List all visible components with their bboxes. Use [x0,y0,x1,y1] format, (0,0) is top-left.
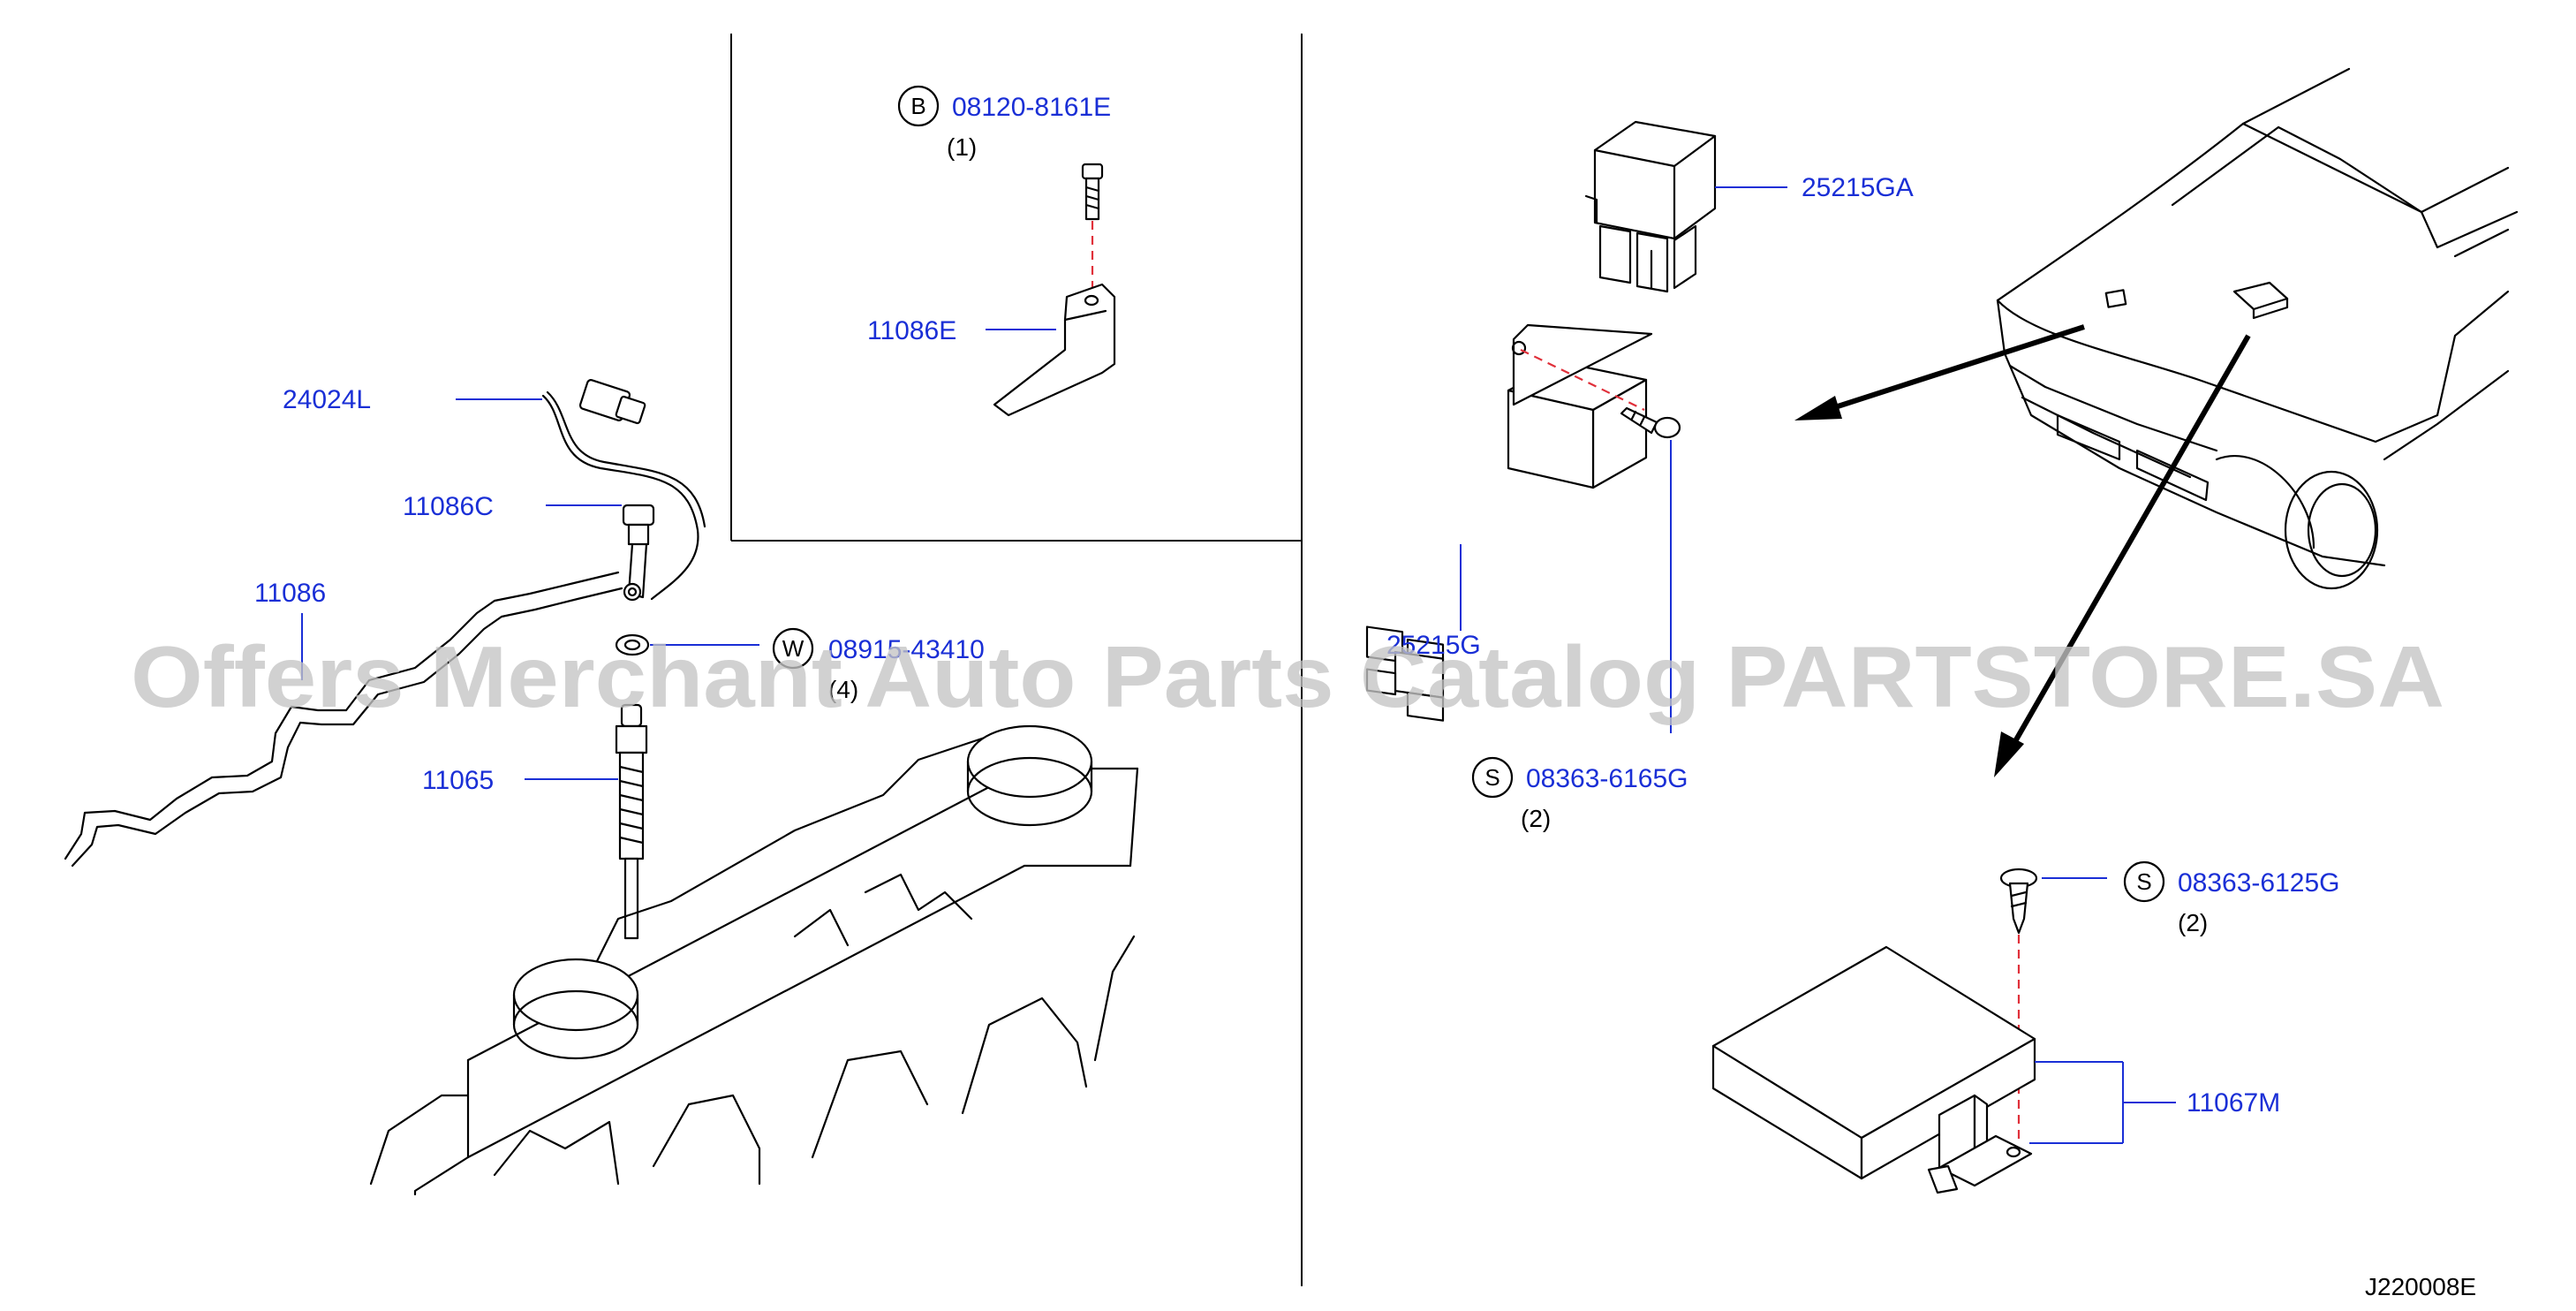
glow-plug-drawing [615,703,648,940]
bolt-part-number[interactable]: 08120-8161E [952,93,1111,122]
relay-screw-part-number[interactable]: 08363-6165G [1526,764,1688,793]
relay-small-part-number[interactable]: 25215GA [1802,173,1914,202]
clamp-part-number[interactable]: 11086C [403,492,494,521]
harness-drawing [64,571,642,868]
watermark: Offers Merchant Auto Parts Catalog PARTS… [131,628,2444,725]
unit-screw-callout: S 08363-6125G (2) [2123,860,2340,936]
washer-part-number[interactable]: 08915-43410 [828,635,985,664]
arrow-to-control-unit [1994,334,2251,777]
control-unit-leader [2029,1061,2176,1144]
relay-large-drawing [1365,323,1653,722]
control-unit-part-number[interactable]: 11067M [2187,1088,2280,1118]
relay-screw-axis [1520,349,1645,411]
harness-part-number[interactable]: 11086 [254,579,326,608]
bolt-quantity: (1) [947,133,977,161]
unit-screw-part-number[interactable]: 08363-6125G [2178,868,2340,898]
relay-screw-callout: S 08363-6165G (2) [1471,756,1688,832]
washer-badge: W [782,635,805,662]
unit-screw-drawing [1999,868,2038,935]
bolt-drawing [1081,163,1104,221]
relay-large-part-number[interactable]: 25215G [1386,631,1481,660]
control-unit-drawing [1711,945,2036,1194]
sensor-part-number[interactable]: 24024L [283,385,371,414]
relay-small-drawing [1584,120,1717,293]
bracket-drawing [993,283,1116,417]
bolt-callout: B 08120-8161E (1) [897,85,1111,161]
relay-screw-badge: S [1484,764,1500,791]
washer-quantity: (4) [828,676,858,703]
unit-screw-quantity: (2) [2178,909,2208,936]
clamp-drawing [622,504,655,599]
glow-plug-part-number[interactable]: 11065 [422,766,494,795]
washer-drawing [615,633,650,656]
vehicle-drawing [1996,67,2519,590]
relay-screw-drawing [1620,406,1681,439]
sensor-drawing [541,379,706,601]
washer-callout: W 08915-43410 (4) [772,627,985,703]
engine-head-drawing [369,724,1139,1196]
unit-screw-badge: S [2136,868,2151,895]
bracket-part-number[interactable]: 11086E [867,316,956,345]
relay-screw-quantity: (2) [1521,805,1551,832]
diagram-code: J220008E [2365,1273,2476,1300]
arrow-to-relays [1794,324,2085,421]
bolt-badge: B [910,93,925,119]
